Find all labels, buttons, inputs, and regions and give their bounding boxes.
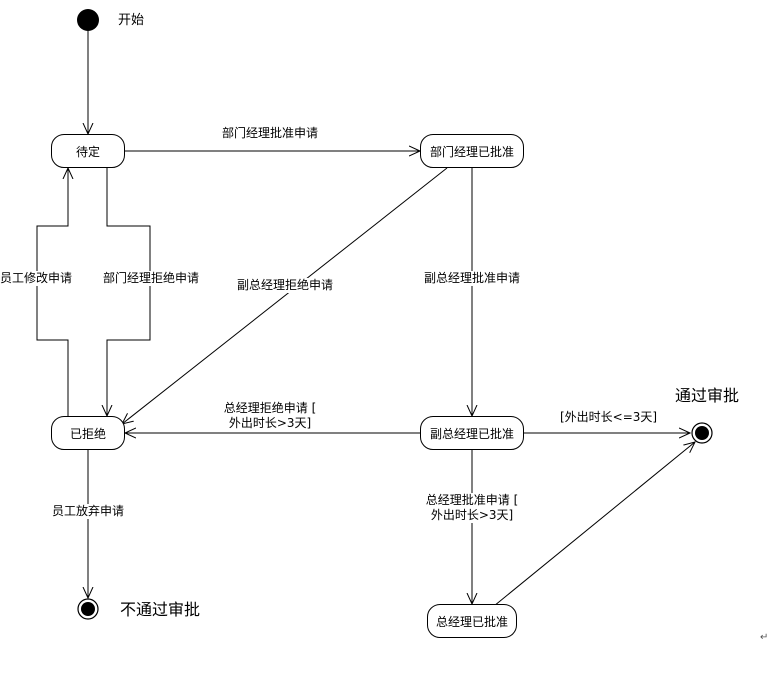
label-gm-reject: 总经理拒绝申请 [ 外出时长>3天] [218,401,322,431]
label-short-trip: [外出时长<=3天] [560,410,658,425]
state-pending: 待定 [51,134,125,168]
label-employee-abandon: 员工放弃申请 [52,504,125,519]
label-gm-reject-line2: 外出时长>3天] [228,416,312,430]
end-node-passed [691,422,713,444]
state-dept-approved: 部门经理已批准 [420,134,524,168]
label-gm-approve-line1: 总经理批准申请 [ [425,493,519,507]
label-employee-modify: 员工修改申请 [0,271,73,286]
label-dept-approve: 部门经理批准申请 [222,126,319,141]
end-node-not-passed [77,598,99,620]
label-dept-reject: 部门经理拒绝申请 [103,271,200,286]
end-label-not-passed: 不通过审批 [120,600,201,619]
state-rejected: 已拒绝 [51,416,125,450]
start-node [77,9,99,31]
edge-gm-to-passed [493,442,695,607]
edge-dept-reject [107,168,151,416]
label-gm-approve-line2: 外出时长>3天] [430,508,514,522]
edge-employee-modify [36,168,68,416]
state-deputy-approved: 副总经理已批准 [420,416,524,450]
start-label: 开始 [118,13,145,28]
label-deputy-reject: 副总经理拒绝申请 [237,278,334,293]
end-label-passed: 通过审批 [675,386,740,405]
state-gm-approved: 总经理已批准 [427,604,517,638]
edge-deputy-reject [122,167,448,424]
return-mark: ↵ [760,632,769,643]
label-deputy-approve: 副总经理批准申请 [424,271,521,286]
label-gm-reject-line1: 总经理拒绝申请 [ [223,401,317,415]
label-gm-approve: 总经理批准申请 [ 外出时长>3天] [420,493,524,523]
